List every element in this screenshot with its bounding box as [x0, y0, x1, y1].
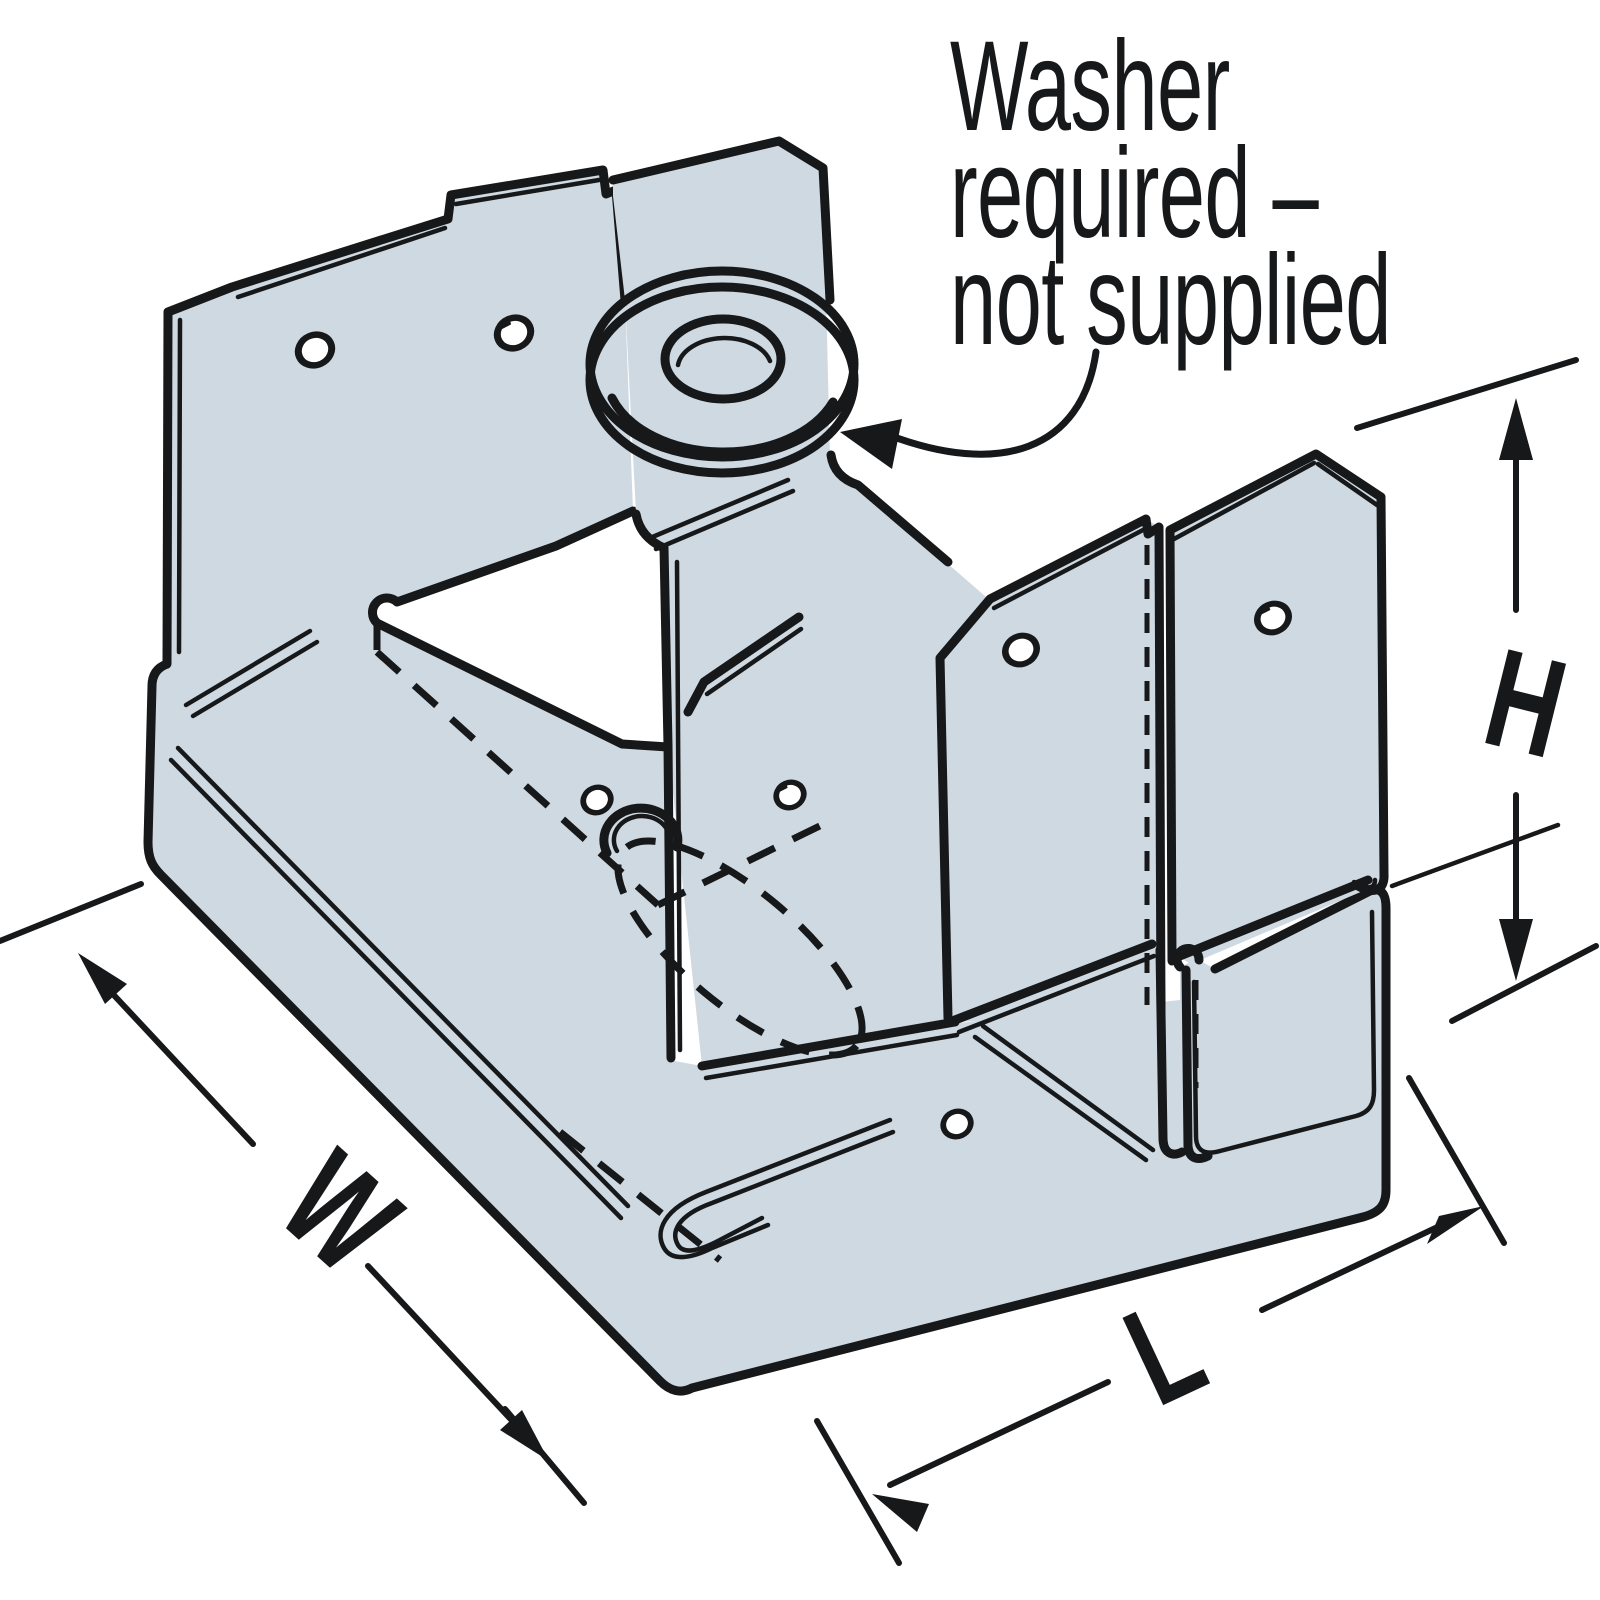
right-plates [935, 449, 1389, 1163]
middle-plate-left-edge-inner [674, 559, 683, 1053]
anchor-slot-arc [599, 803, 683, 858]
washer-note-line2: required – [950, 121, 1319, 264]
hidden-standoff-edges [373, 620, 838, 1263]
length-label: L [1104, 1268, 1226, 1435]
base-gap-notch [1172, 944, 1204, 972]
washer-hole-rim [675, 335, 773, 368]
anchor-slot-arc-inner [611, 813, 673, 854]
middle-plate-bottom-fold [697, 1017, 960, 1071]
middle-plate-top-fold [683, 612, 804, 717]
washer-note-arrow-icon [840, 419, 902, 469]
washer-note: Washer required – not supplied [840, 14, 1392, 469]
right-plate-1-bottom-fold [950, 939, 1157, 1025]
washer-note-leader-curve [882, 348, 1100, 458]
right-plate-2-top-thickness [1171, 460, 1380, 542]
height-extension-lines [1354, 357, 1599, 1024]
right-plate-1-edges [935, 514, 1166, 1023]
back-panel-thickness-lines [176, 177, 602, 655]
base [143, 618, 1561, 1396]
height-label: H [1471, 619, 1579, 788]
washer-note-line1: Washer [950, 14, 1230, 157]
base-silhouette [143, 659, 1391, 1396]
height-arrow-up-icon [1499, 398, 1533, 460]
right-plate-2-fill [1170, 454, 1384, 964]
back-panel [162, 165, 638, 719]
base-rear-right-edge [1389, 822, 1561, 889]
anchor-plate-edges [608, 136, 835, 305]
width-arrow-upper-icon [78, 953, 127, 1004]
length-extension-lines [814, 1075, 1507, 1566]
width-arrow-lower-icon [500, 1410, 549, 1461]
width-label: W [253, 1122, 428, 1302]
back-panel-edges [162, 165, 630, 669]
washer [585, 266, 859, 478]
washer-hole [660, 314, 786, 404]
base-front-details [168, 745, 1377, 1260]
seat-back-fold-lines [647, 477, 796, 552]
right-plate-1-fill [940, 519, 1161, 1022]
seat-right-notch [826, 450, 953, 567]
right-plate-1-top-thickness [991, 527, 1146, 611]
back-panel-fold-lines [183, 628, 320, 719]
base-gap-left-line [1155, 945, 1187, 1159]
height-arrow-down-icon [1499, 919, 1533, 981]
right-tab-hem-outline [1191, 909, 1377, 1155]
right-plate-2-bottom-fold [1175, 875, 1373, 961]
middle-plate-left-edge [659, 543, 676, 1063]
length-dimension-line [887, 1211, 1468, 1488]
middle-plate-top-fold-inner [704, 626, 804, 697]
standoff-channel-inner [673, 1129, 896, 1253]
length-arrow-left-icon [872, 1494, 929, 1532]
width-dimension-line [93, 973, 535, 1445]
back-panel-fill [167, 170, 633, 704]
washer-note-line3: not supplied [950, 228, 1391, 371]
washer-face [585, 266, 859, 462]
dimension-height: H [1354, 357, 1599, 1024]
base-gap-right-line [1181, 965, 1213, 1163]
left-tab-diagonal-fold [972, 1023, 1156, 1163]
left-tab-top-edge [956, 953, 1157, 1035]
base-back-fold-edge [372, 618, 673, 752]
seat-boss-arc [607, 393, 838, 457]
length-arrow-right-icon [1427, 1206, 1484, 1244]
back-panel-cutout-edge [368, 506, 638, 628]
left-face-standoff-fold [168, 745, 631, 1221]
base-fill [148, 623, 1386, 1392]
standoff-channel-outer [658, 1117, 893, 1260]
